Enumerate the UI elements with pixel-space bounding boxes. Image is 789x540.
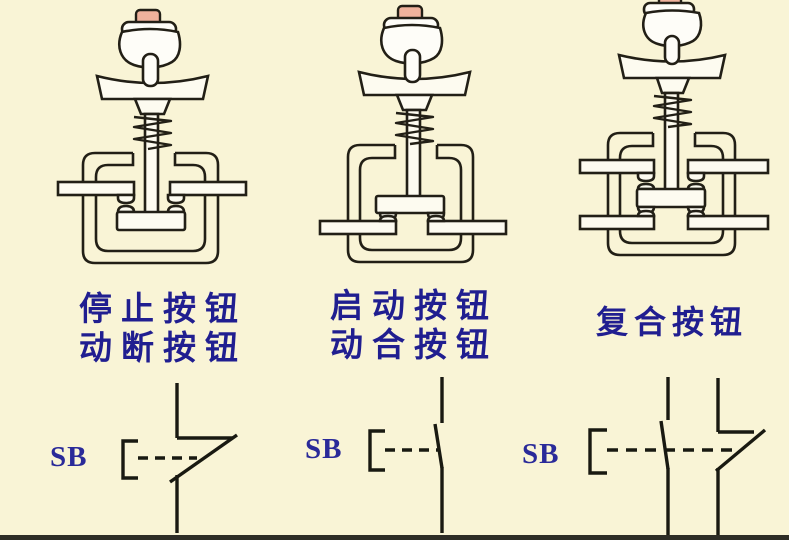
return-spring-icon bbox=[394, 111, 435, 146]
button-cap bbox=[95, 74, 210, 116]
actuator-bracket bbox=[121, 439, 138, 480]
start-button-mechanism-drawing bbox=[318, 4, 508, 264]
footer-bar bbox=[0, 535, 789, 540]
button-cap bbox=[617, 53, 727, 95]
button-cap bbox=[357, 70, 472, 112]
no-contact-symbol bbox=[368, 377, 444, 533]
return-spring-icon bbox=[652, 94, 693, 129]
caption-line: 动断按钮 bbox=[79, 329, 247, 366]
caption-line: 复合按钮 bbox=[595, 304, 748, 340]
stop-button-mechanism-drawing bbox=[56, 8, 248, 265]
caption-stop-button: 停止按钮 动断按钮 bbox=[48, 289, 278, 367]
caption-line: 动合按钮 bbox=[330, 326, 498, 363]
caption-line: 停止按钮 bbox=[79, 290, 247, 327]
compound-button-mechanism-drawing bbox=[578, 0, 770, 257]
no-movable-contact bbox=[659, 420, 670, 470]
housing bbox=[606, 131, 737, 257]
pressing-hand-icon bbox=[380, 4, 444, 84]
housing bbox=[346, 143, 475, 264]
symbol-label-sb-3: SB bbox=[522, 438, 560, 470]
actuator-bracket bbox=[368, 429, 385, 472]
actuator-bracket bbox=[588, 428, 607, 475]
caption-line: 启动按钮 bbox=[330, 287, 498, 324]
fixed-contacts-nc bbox=[56, 180, 248, 205]
movable-contact bbox=[433, 423, 444, 469]
movable-contact bbox=[169, 433, 238, 484]
caption-start-button: 启动按钮 动合按钮 bbox=[299, 286, 529, 364]
pressing-hand-icon bbox=[118, 8, 182, 88]
fixed-contacts-nc bbox=[578, 158, 770, 183]
compound-contact-symbol bbox=[588, 377, 767, 537]
symbol-label-sb-1: SB bbox=[50, 441, 88, 473]
plunger-rod bbox=[405, 108, 422, 200]
fixed-contacts-no bbox=[318, 214, 508, 236]
fixed-contacts-no bbox=[578, 209, 770, 231]
contact-bridge bbox=[115, 204, 187, 232]
caption-compound-button: 复合按钮 bbox=[557, 303, 787, 342]
contact-bridge bbox=[635, 182, 707, 215]
pressing-hand-icon bbox=[642, 0, 703, 66]
nc-movable-contact bbox=[714, 428, 767, 473]
symbol-label-sb-2: SB bbox=[305, 433, 343, 465]
nc-contact-symbol bbox=[121, 383, 238, 533]
return-spring-icon bbox=[132, 115, 173, 151]
housing bbox=[81, 151, 220, 265]
